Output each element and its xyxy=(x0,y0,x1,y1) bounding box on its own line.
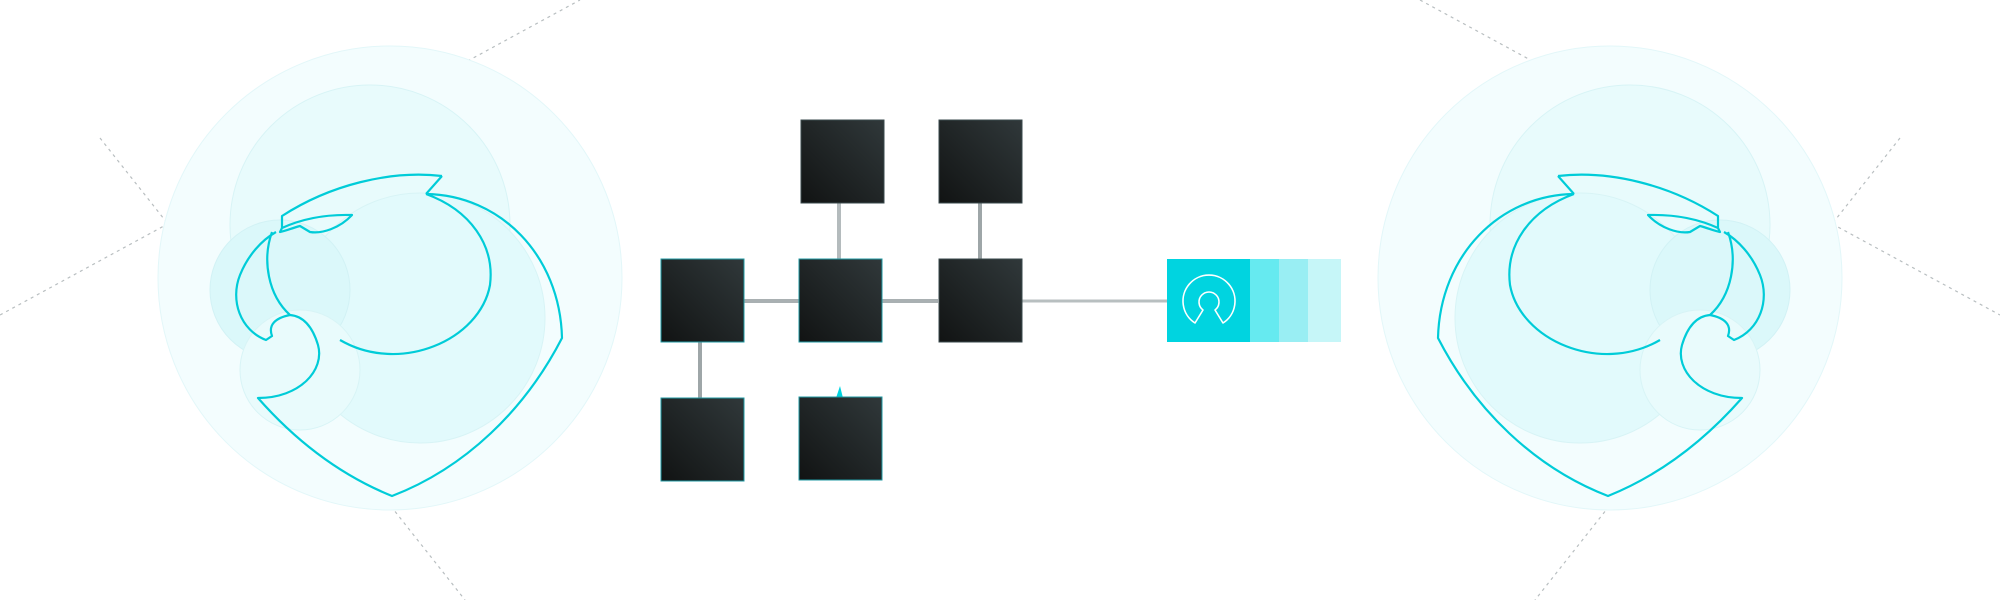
palette-swatch-lighter xyxy=(1279,259,1308,342)
node-bottom-left xyxy=(660,397,745,482)
palette-swatch-light xyxy=(1250,259,1279,342)
left-halo xyxy=(157,45,623,511)
palette-swatch-primary xyxy=(1167,259,1250,342)
connectors xyxy=(698,203,1167,441)
node-top-left xyxy=(800,119,885,204)
node-top-right xyxy=(938,119,1023,204)
node-middle-left xyxy=(660,258,745,343)
node-bottom-center xyxy=(798,396,883,481)
accent-marker xyxy=(836,386,843,398)
palette-swatch-lightest xyxy=(1308,259,1341,342)
node-middle-right xyxy=(938,258,1023,343)
right-halo xyxy=(1377,45,1843,511)
accent-palette xyxy=(1167,259,1341,342)
node-middle-center xyxy=(798,258,883,343)
nodes xyxy=(660,119,1023,482)
open-source-keyhole-icon xyxy=(1182,274,1236,324)
